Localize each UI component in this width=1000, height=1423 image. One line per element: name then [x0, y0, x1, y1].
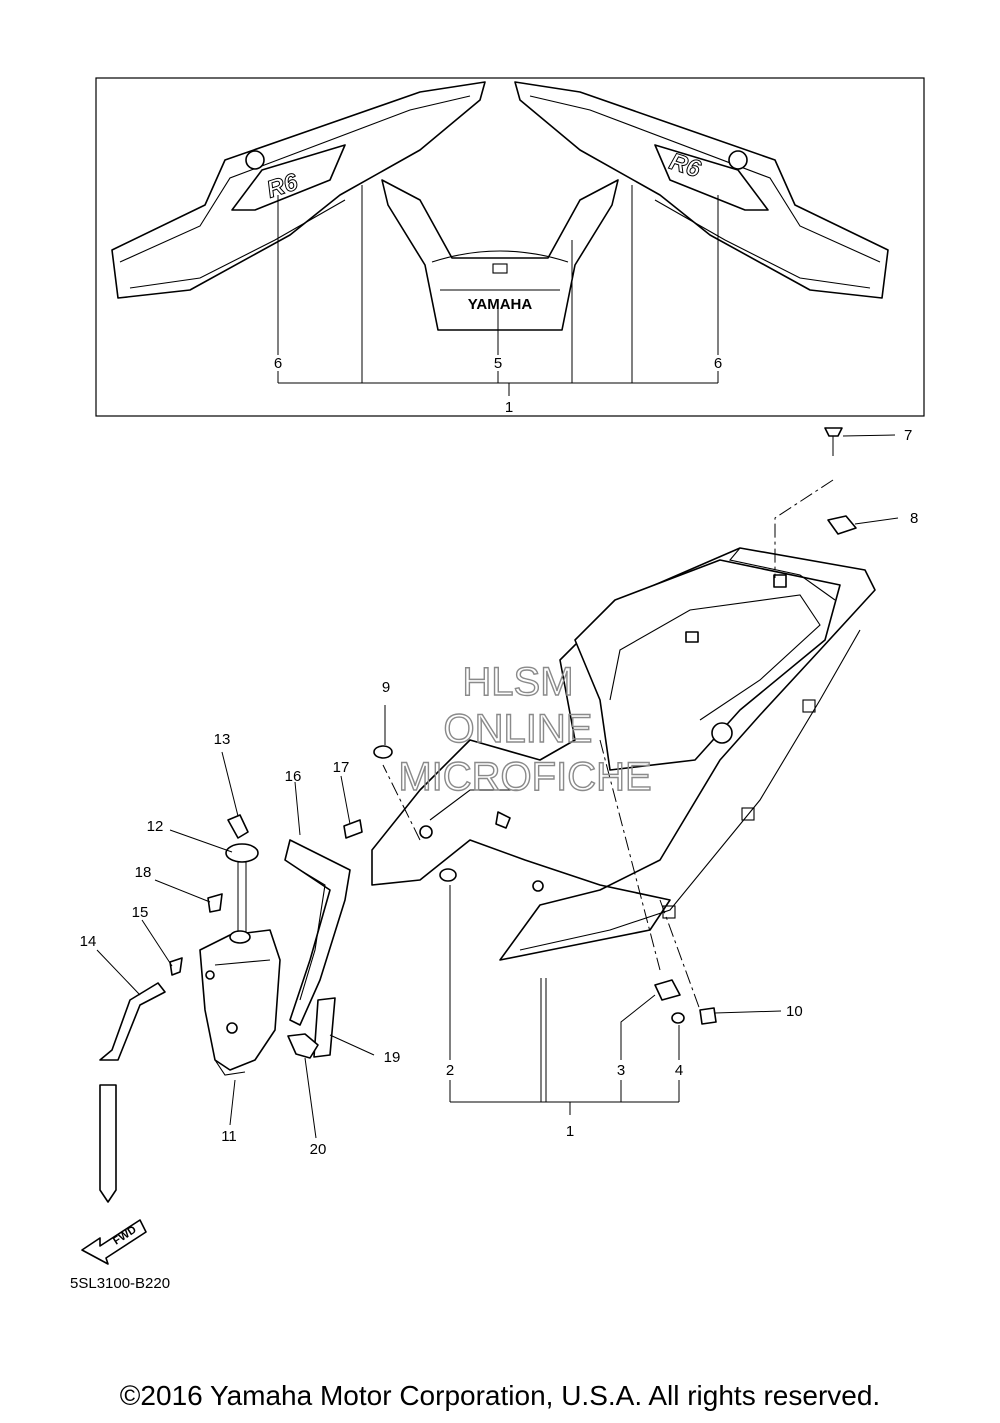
bolt-17-icon: [343, 819, 363, 839]
watermark-line-3: MICROFICHE: [398, 755, 651, 799]
left-side-cover: R6: [111, 81, 486, 299]
grommet-2-icon: [439, 868, 457, 882]
clamp-15-icon: [169, 957, 183, 976]
callout-16: 16: [285, 768, 302, 785]
callout-8: 8: [910, 510, 918, 527]
fwd-arrow-icon: FWD: [81, 1219, 147, 1265]
screw-7-icon: [824, 427, 843, 437]
callout-13: 13: [214, 731, 231, 748]
elbow-13-icon: [227, 814, 249, 839]
right-side-cover: R6: [514, 81, 889, 299]
callout-9: 9: [382, 679, 390, 696]
hose-14: [99, 982, 166, 1061]
callout-3: 3: [617, 1062, 625, 1079]
main-rear-cowl: [371, 547, 876, 961]
grommet-4-icon: [671, 1012, 685, 1024]
inset-panel: R6 R6 YAMAHA: [95, 77, 925, 417]
main-leaders: [96, 434, 899, 1139]
callout-17: 17: [333, 759, 350, 776]
callout-1-inset: 1: [505, 399, 513, 416]
diagram-code: 5SL3100-B220: [70, 1275, 170, 1292]
callout-5: 5: [494, 355, 502, 372]
pad-19: [313, 997, 336, 1058]
watermark-line-2: ONLINE: [444, 707, 593, 751]
reservoir-assembly: [99, 814, 351, 1203]
fasteners: [343, 427, 857, 1025]
callout-6-left: 6: [274, 355, 282, 372]
yamaha-decal-text: YAMAHA: [468, 296, 533, 313]
clip-18-icon: [207, 893, 223, 913]
callout-14: 14: [80, 933, 97, 950]
cap-12-icon: [225, 843, 259, 863]
reservoir-tank: [199, 929, 281, 1071]
callout-10: 10: [786, 1003, 803, 1020]
rivet-9-icon: [373, 745, 393, 759]
copyright-notice: ©2016 Yamaha Motor Corporation, U.S.A. A…: [119, 1380, 881, 1411]
inset-leaders: [277, 185, 719, 396]
callout-7: 7: [904, 427, 912, 444]
nut-8-icon: [827, 515, 857, 535]
callout-20: 20: [310, 1141, 327, 1158]
bolt-20-icon: [287, 1033, 319, 1059]
screw-10-icon: [699, 1007, 717, 1025]
callout-19: 19: [384, 1049, 401, 1066]
damper-3-icon: [654, 979, 681, 1001]
rear-cowl-center: YAMAHA: [381, 179, 619, 331]
callout-2: 2: [446, 1062, 454, 1079]
assembly-lines: [382, 479, 834, 1011]
callout-11: 11: [221, 1128, 237, 1145]
callout-6-right: 6: [714, 355, 722, 372]
callout-4: 4: [675, 1062, 683, 1079]
callout-numbers: 7 8 9 10 11 12 13 14 15 16 17 18 19 20 2…: [80, 427, 919, 1158]
watermark-line-1: HLSM: [462, 660, 573, 704]
callout-15: 15: [132, 904, 149, 921]
callout-1-main: 1: [566, 1123, 574, 1140]
watermark: HLSM ONLINE MICROFICHE: [398, 659, 653, 799]
callout-12: 12: [147, 818, 164, 835]
callout-18: 18: [135, 864, 152, 881]
